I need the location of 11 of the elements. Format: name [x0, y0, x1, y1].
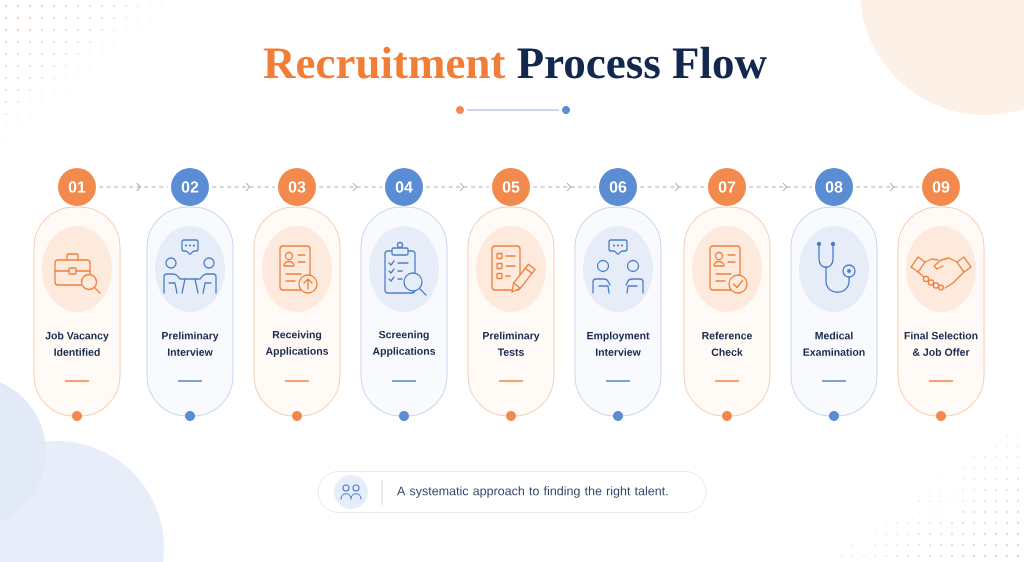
number-badge: 04	[385, 168, 423, 206]
number-badge: 09	[922, 168, 960, 206]
number-badge: 06	[599, 168, 637, 206]
number-badge: 02	[171, 168, 209, 206]
number-badge: 01	[58, 168, 96, 206]
number-badge: 03	[278, 168, 316, 206]
title: Recruitment Process Flow	[263, 46, 767, 79]
number-badge: 07	[708, 168, 746, 206]
note-box: A systematic approach to finding the right talent.	[317, 471, 707, 513]
number-badge: 08	[815, 168, 853, 206]
number-badge: 05	[492, 168, 530, 206]
